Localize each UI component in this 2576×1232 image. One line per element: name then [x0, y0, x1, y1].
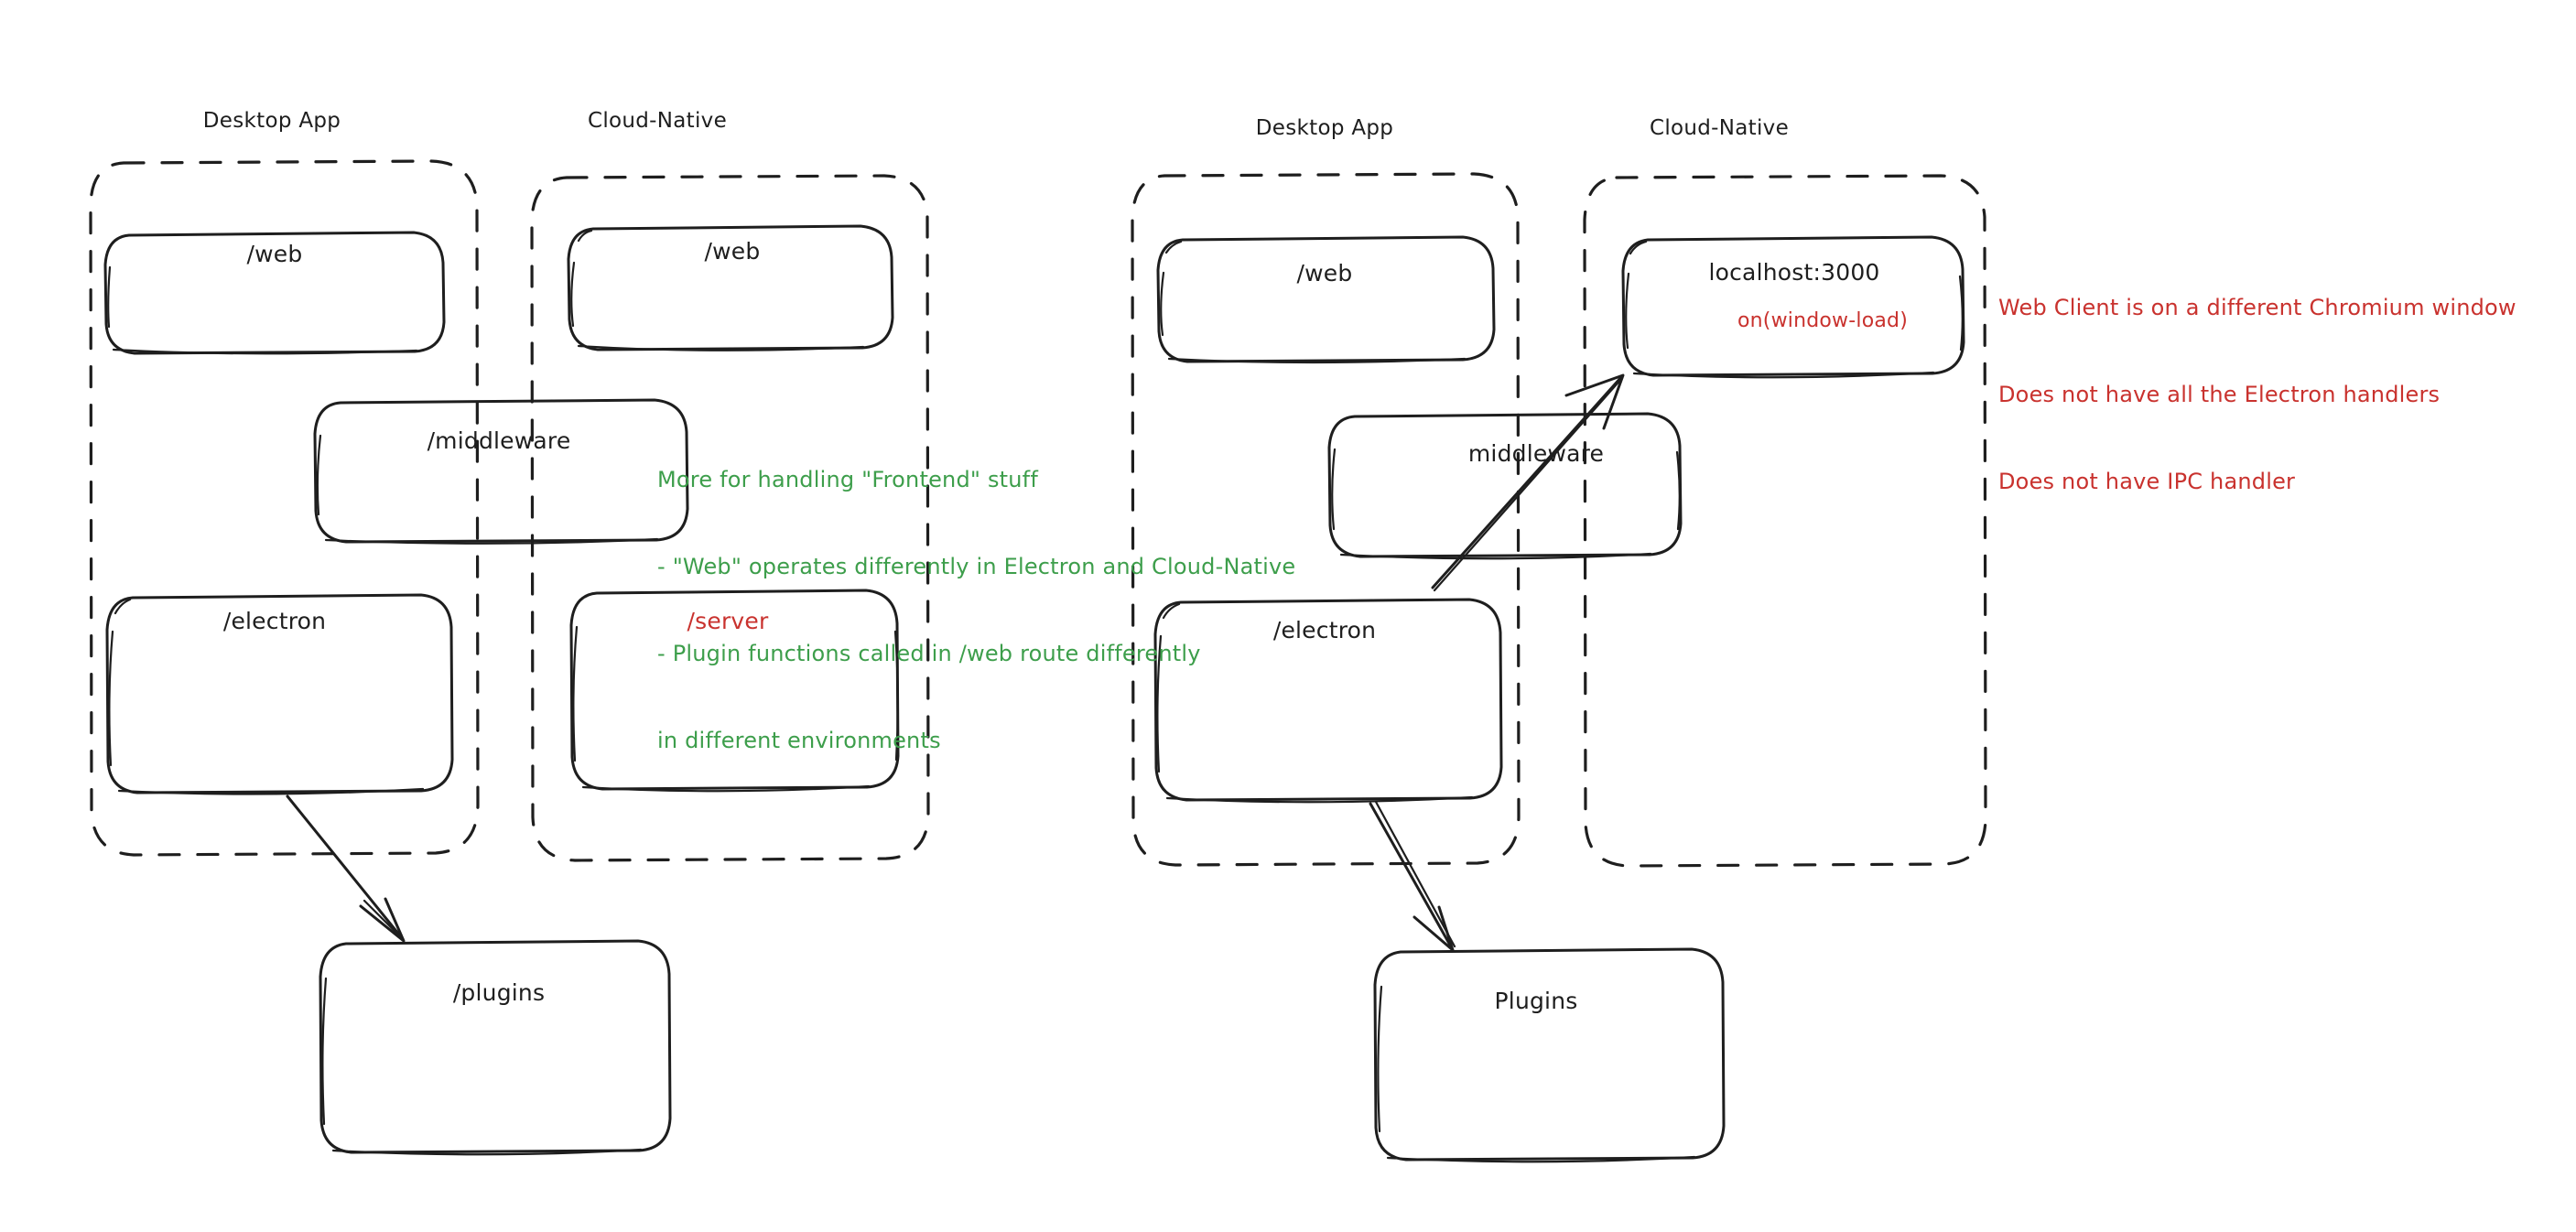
- annotation-web-client-line-2: Does not have all the Electron handlers: [1998, 382, 2441, 408]
- arrow-left-electron-to-plugins: [286, 794, 406, 943]
- node-label-right-electron: /electron: [1272, 617, 1377, 643]
- annotation-frontend-line-1: More for handling "Frontend" stuff: [657, 467, 1038, 493]
- group-title-right-desktop: Desktop App: [1255, 116, 1394, 140]
- annotation-web-client-line-1: Web Client is on a different Chromium wi…: [1998, 295, 2516, 321]
- node-right-middleware: [1327, 412, 1683, 558]
- node-label-left-server: /server: [687, 608, 769, 634]
- annotation-web-client-line-3: Does not have IPC handler: [1998, 469, 2296, 495]
- annotation-web-client-note: Web Client is on a different Chromium wi…: [1998, 236, 2516, 555]
- annotation-frontend-note: More for handling "Frontend" stuff - "We…: [657, 408, 1295, 814]
- annotation-frontend-line-4: in different environments: [657, 728, 941, 754]
- arrow-right-electron-to-plugins: [1369, 800, 1456, 952]
- node-sublabel-right-localhost-window-load: on(window-load): [1737, 309, 1908, 332]
- arrow-right-electron-to-localhost: [1431, 373, 1625, 592]
- node-label-left-middleware: /middleware: [427, 427, 571, 454]
- group-title-left-desktop: Desktop App: [202, 109, 341, 133]
- node-label-right-desktop-web: /web: [1296, 260, 1353, 286]
- node-right-plugins: [1373, 947, 1726, 1162]
- annotation-frontend-line-3: - Plugin functions called in /web route …: [657, 641, 1201, 667]
- node-label-right-plugins: Plugins: [1494, 988, 1578, 1014]
- group-title-right-cloud: Cloud-Native: [1649, 116, 1790, 140]
- node-right-desktop-web: [1156, 235, 1496, 363]
- node-label-right-localhost: localhost:3000: [1708, 259, 1880, 286]
- group-title-left-cloud: Cloud-Native: [587, 109, 728, 133]
- annotation-frontend-line-2: - "Web" operates differently in Electron…: [657, 554, 1296, 580]
- node-label-right-middleware: middleware: [1467, 440, 1605, 467]
- node-left-middleware: [313, 398, 689, 544]
- node-left-plugins: [319, 939, 672, 1154]
- node-label-left-cloud-web: /web: [704, 238, 761, 265]
- node-label-left-plugins: /plugins: [452, 979, 546, 1006]
- node-label-left-desktop-web: /web: [246, 241, 303, 267]
- node-label-left-electron: /electron: [222, 608, 327, 634]
- node-left-desktop-web-sketch: [107, 265, 418, 355]
